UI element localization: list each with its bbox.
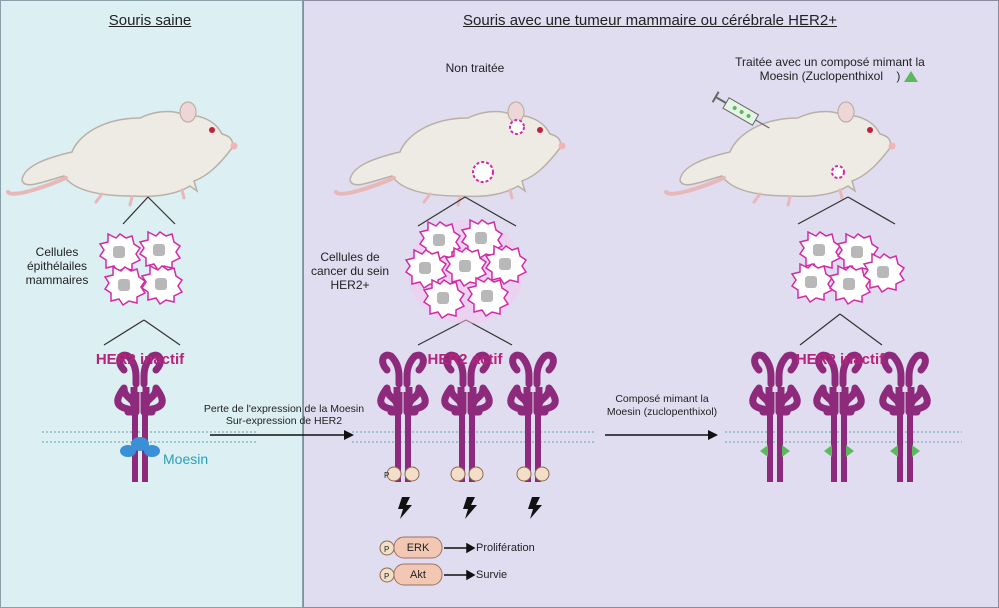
cell-membrane xyxy=(42,431,962,443)
tumor-mouse-panel xyxy=(303,0,999,608)
akt-label: Akt xyxy=(410,569,426,581)
untreated-label: Non traitée xyxy=(445,61,505,75)
erk-phospho-label: P xyxy=(384,545,390,554)
her2-receptor-icon xyxy=(817,355,862,482)
syringe-icon xyxy=(711,91,770,129)
untreated-tumor-mouse-icon xyxy=(334,100,568,207)
akt-node xyxy=(379,563,443,586)
treated-cell-cluster xyxy=(791,231,905,305)
tumor-icon xyxy=(472,119,845,183)
treated-label: Traitée avec un composé mimant la Moesin… xyxy=(735,55,925,83)
her2-receptor-icon xyxy=(445,355,490,482)
healthy-cells-label: Cellules épithélailes mammaires xyxy=(25,245,89,287)
phospho-label: P xyxy=(384,471,390,480)
transition-arrow xyxy=(210,430,718,440)
compound-label: Composé mimant la Moesin (zuclopenthixol… xyxy=(606,393,718,418)
healthy-cell-cluster xyxy=(99,231,183,306)
her2-receptor-icon xyxy=(753,355,798,482)
her2-receptor-icon xyxy=(883,355,928,482)
moesin-label: Moesin xyxy=(163,451,209,467)
cancer-cell-cluster xyxy=(405,219,527,324)
proliferation-label: Prolifération xyxy=(476,542,535,554)
pathway-arrows xyxy=(444,542,476,581)
phosphate-icon xyxy=(386,466,550,482)
her2-inactive-label-treated: HER2 inactif xyxy=(795,351,885,368)
survival-label: Survie xyxy=(476,569,508,581)
healthy-mouse-panel xyxy=(0,0,303,608)
zuclopenthixol-icon xyxy=(760,71,920,457)
her2-receptor-icon xyxy=(511,355,556,482)
her2-active-label: HER2 actif xyxy=(427,351,503,368)
her2-receptor-icon xyxy=(118,355,163,482)
callout-lines xyxy=(103,196,896,346)
erk-label: ERK xyxy=(406,542,430,554)
erk-node xyxy=(379,536,443,559)
healthy-mouse-icon xyxy=(6,100,240,207)
cancer-cells-label: Cellules de cancer du sein HER2+ xyxy=(310,250,390,292)
moesin-loss-label: Perte de l'expression de la Moesin Sur-e… xyxy=(203,403,365,427)
signal-bolt-icon xyxy=(398,497,542,519)
healthy-mouse-title: Souris saine xyxy=(108,12,192,29)
akt-phospho-label: P xyxy=(384,572,390,581)
tumor-mouse-title: Souris avec une tumeur mammaire ou céréb… xyxy=(463,12,837,29)
moesin-icon xyxy=(120,437,160,457)
her2-receptor-icon xyxy=(381,355,426,482)
her2-inactive-label: HER2 inactif xyxy=(95,351,185,368)
treated-mouse-icon xyxy=(664,100,898,207)
